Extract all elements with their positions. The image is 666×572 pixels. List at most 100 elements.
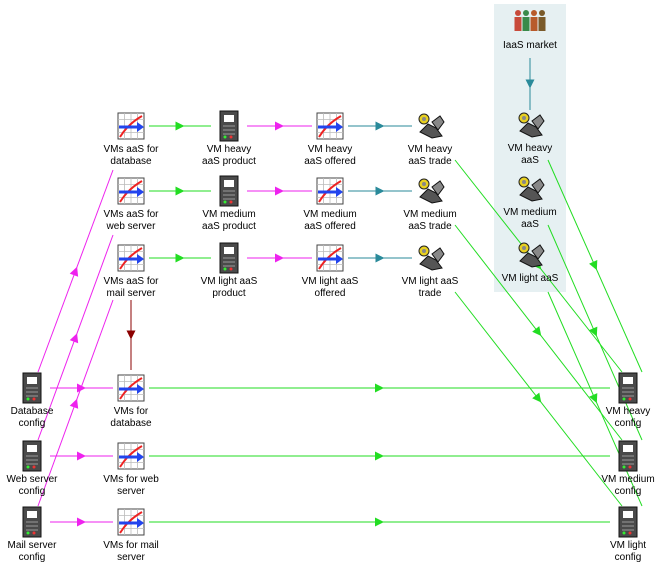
node-label: trade xyxy=(419,288,442,299)
edge-vms-aas-db-to-vm-heavy-product xyxy=(149,121,211,131)
node-label: mail server xyxy=(107,288,157,299)
node-label: Web server xyxy=(7,474,59,485)
process-chart-icon xyxy=(117,177,145,205)
server-icon xyxy=(22,506,42,538)
node-label: offered xyxy=(315,288,346,299)
edge-db-config-to-vms-aas-db xyxy=(37,169,114,373)
node-label: VM heavy xyxy=(207,144,251,155)
node-label: VMs aaS for xyxy=(103,144,159,155)
node-label: VM heavy xyxy=(308,144,352,155)
node-label: VM light aaS xyxy=(402,276,459,287)
node-label: aaS xyxy=(521,155,539,166)
edge-vm-medium-aas-to-vm-medium-config xyxy=(547,224,643,441)
edge-vms-db-to-vm-heavy-config xyxy=(149,383,610,393)
edge-vm-light-product-to-vm-light-offered xyxy=(247,253,312,263)
edge-vm-light-trade-to-vm-light-config xyxy=(454,291,623,507)
edge-mail-config-to-vms-mail xyxy=(50,517,113,527)
node-label: config xyxy=(19,552,46,563)
node-label: VMs for xyxy=(114,406,149,417)
node-label: server xyxy=(117,486,145,497)
node-label: aaS offered xyxy=(304,221,356,232)
node-label: product xyxy=(212,288,246,299)
node-label: VMs aaS for xyxy=(103,209,159,220)
edge-vms-aas-mail-to-vm-light-product xyxy=(149,253,211,263)
node-label: VM light aaS xyxy=(201,276,258,287)
node-vm-light-aas[interactable]: VM light aaS xyxy=(502,242,559,284)
node-label: VM light aaS xyxy=(302,276,359,287)
process-chart-icon xyxy=(117,112,145,140)
node-label: VM light xyxy=(610,540,646,551)
node-label: aaS xyxy=(521,219,539,230)
node-iaas-market[interactable]: IaaS market xyxy=(503,10,557,51)
edge-vms-aas-mail-to-vms-db xyxy=(126,300,136,370)
edge-iaas-market-to-vm-heavy-aas xyxy=(525,58,535,110)
node-label: VM medium xyxy=(403,209,456,220)
node-label: IaaS market xyxy=(503,40,557,51)
process-chart-icon xyxy=(117,244,145,272)
process-chart-icon xyxy=(117,374,145,402)
node-label: database xyxy=(110,418,152,429)
handshake-icon xyxy=(418,178,445,204)
node-label: web server xyxy=(106,221,157,232)
handshake-icon xyxy=(518,176,545,202)
edge-vm-heavy-product-to-vm-heavy-offered xyxy=(247,121,312,131)
node-label: config xyxy=(615,418,642,429)
node-label: VMs aaS for xyxy=(103,276,159,287)
process-chart-icon xyxy=(117,442,145,470)
node-label: VM medium xyxy=(601,474,654,485)
server-icon xyxy=(219,175,239,207)
node-label: VMs for web xyxy=(103,474,159,485)
handshake-icon xyxy=(418,113,445,139)
edge-vms-aas-web-to-vm-medium-product xyxy=(149,186,211,196)
server-icon xyxy=(22,372,42,404)
handshake-icon xyxy=(518,112,545,138)
edge-vm-light-offered-to-vm-light-trade xyxy=(348,253,412,263)
process-chart-icon xyxy=(117,508,145,536)
edges-layer xyxy=(37,58,643,527)
node-label: VM medium xyxy=(202,209,255,220)
edge-vm-medium-offered-to-vm-medium-trade xyxy=(348,186,412,196)
process-chart-icon xyxy=(316,112,344,140)
edge-mail-config-to-vms-aas-mail xyxy=(37,299,114,507)
node-label: Database xyxy=(11,406,54,417)
node-label: config xyxy=(615,486,642,497)
node-label: aaS product xyxy=(202,156,256,167)
node-label: server xyxy=(117,552,145,563)
server-icon xyxy=(219,242,239,274)
node-label: database xyxy=(110,156,152,167)
edge-vm-medium-trade-to-vm-medium-config xyxy=(454,224,623,441)
process-chart-icon xyxy=(316,177,344,205)
node-label: VM heavy xyxy=(606,406,650,417)
node-label: config xyxy=(19,418,46,429)
edge-vm-heavy-aas-to-vm-heavy-config xyxy=(547,159,643,373)
node-label: VM heavy xyxy=(408,144,452,155)
people-icon xyxy=(514,10,546,31)
edge-vms-web-to-vm-medium-config xyxy=(149,451,610,461)
node-label: VM light aaS xyxy=(502,273,559,284)
node-label: VMs for mail xyxy=(103,540,159,551)
